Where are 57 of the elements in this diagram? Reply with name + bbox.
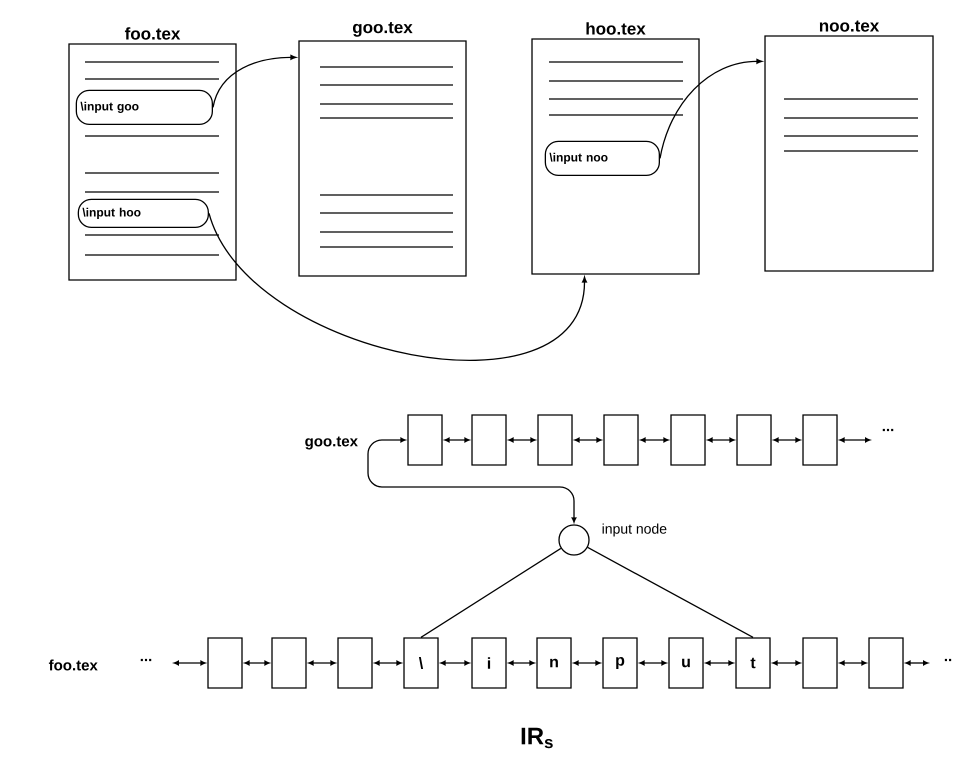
token-box <box>736 414 772 466</box>
node-label: hoo.tex <box>586 22 646 35</box>
double-arrow <box>705 660 734 666</box>
curved-arrow <box>208 213 588 361</box>
token-box <box>207 637 243 689</box>
token-box <box>271 637 307 689</box>
token-box <box>337 637 373 689</box>
input-node-circle <box>558 524 590 556</box>
link-line <box>420 548 562 638</box>
token-box <box>670 414 706 466</box>
document-page: goo.tex <box>298 22 467 277</box>
file-label: goo.tex <box>305 436 358 450</box>
curved-arrow <box>659 58 762 158</box>
ellipsis: .. <box>944 658 952 662</box>
double-arrow <box>508 438 536 442</box>
token-box: n <box>536 637 572 689</box>
file-label: foo.tex <box>48 660 98 670</box>
double-arrow <box>839 438 870 442</box>
curved-arrow <box>212 54 296 108</box>
token-box <box>802 637 838 689</box>
ellipsis: ... <box>882 428 894 432</box>
double-arrow <box>773 438 801 442</box>
double-arrow <box>444 438 470 442</box>
token-box: t <box>735 637 771 689</box>
node-caption: input node <box>602 523 666 537</box>
double-arrow <box>573 660 601 666</box>
curved-arrow <box>367 438 576 523</box>
figure-caption: IR$_{s}$ <box>522 728 553 748</box>
token-box: i <box>471 637 507 689</box>
token-box <box>471 414 507 466</box>
double-arrow <box>772 660 801 666</box>
token-box <box>868 637 904 689</box>
double-arrow <box>640 438 669 442</box>
double-arrow <box>174 660 206 666</box>
node-label: foo.tex <box>124 27 180 40</box>
document-page: noo.tex <box>764 20 934 272</box>
double-arrow <box>905 660 928 666</box>
ellipsis: ... <box>140 658 152 662</box>
token-box <box>802 414 838 466</box>
token-box: p <box>602 637 638 689</box>
double-arrow <box>839 660 867 666</box>
node-label: noo.tex <box>820 20 880 32</box>
double-arrow <box>440 660 470 666</box>
token-box <box>407 414 443 466</box>
token-box <box>537 414 573 466</box>
node-label: goo.tex <box>352 22 413 37</box>
link-line <box>587 546 754 638</box>
double-arrow <box>707 438 735 442</box>
double-arrow <box>508 660 535 666</box>
double-arrow <box>374 660 402 666</box>
double-arrow <box>308 660 336 666</box>
double-arrow <box>574 438 602 442</box>
token-box: \ <box>403 637 439 689</box>
token-box <box>603 414 639 466</box>
token-box: u <box>668 637 704 689</box>
double-arrow <box>639 660 667 666</box>
double-arrow <box>244 660 270 666</box>
